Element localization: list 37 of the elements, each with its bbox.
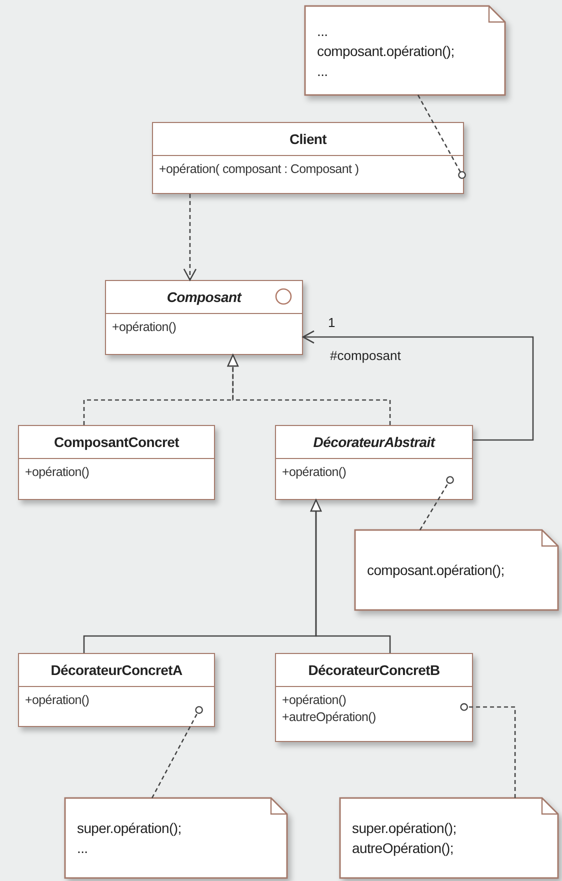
method-text: +opération() [112, 319, 178, 336]
class-box [152, 122, 464, 194]
class-name: ComposantConcret [54, 434, 180, 450]
note-connector [419, 476, 454, 530]
class-name: DécorateurConcretA [50, 662, 182, 678]
inheritance-arrow [227, 354, 391, 425]
class-box [18, 653, 215, 727]
note-text: ... [317, 62, 329, 80]
inheritance-arrow [310, 499, 391, 653]
class-box [275, 653, 473, 742]
note-text: ... [317, 22, 329, 40]
method-text: +opération() [25, 692, 90, 709]
note-text: ... [77, 839, 89, 858]
method-text: +opération() [25, 464, 90, 481]
arrow [183, 194, 197, 281]
class-name: DécorateurAbstrait [313, 434, 435, 450]
method-text: +opération( composant : Composant ) [159, 161, 360, 178]
class-name: Client [289, 131, 327, 147]
class-box [105, 280, 303, 355]
class-box [18, 425, 215, 500]
note-text: super.opération(); [77, 819, 182, 838]
note-text: composant.opération(); [317, 42, 456, 60]
method-text: +opération() [282, 464, 348, 481]
note-connector [460, 703, 516, 798]
multiplicity-label: 1 [328, 315, 336, 330]
arrow [302, 330, 534, 441]
note-text: autreOpération(); [352, 839, 455, 858]
note-connector [417, 94, 466, 179]
note-text: super.opération(); [352, 819, 458, 838]
note-connector [151, 706, 203, 798]
method-text: +autreOpération() [282, 709, 377, 726]
edge-label: #composant [330, 348, 401, 363]
method-text: +opération() [282, 692, 348, 709]
class-name: DécorateurConcretB [308, 662, 440, 678]
note-text: composant.opération(); [367, 561, 506, 580]
class-box [275, 425, 473, 500]
class-name: Composant [166, 289, 242, 305]
